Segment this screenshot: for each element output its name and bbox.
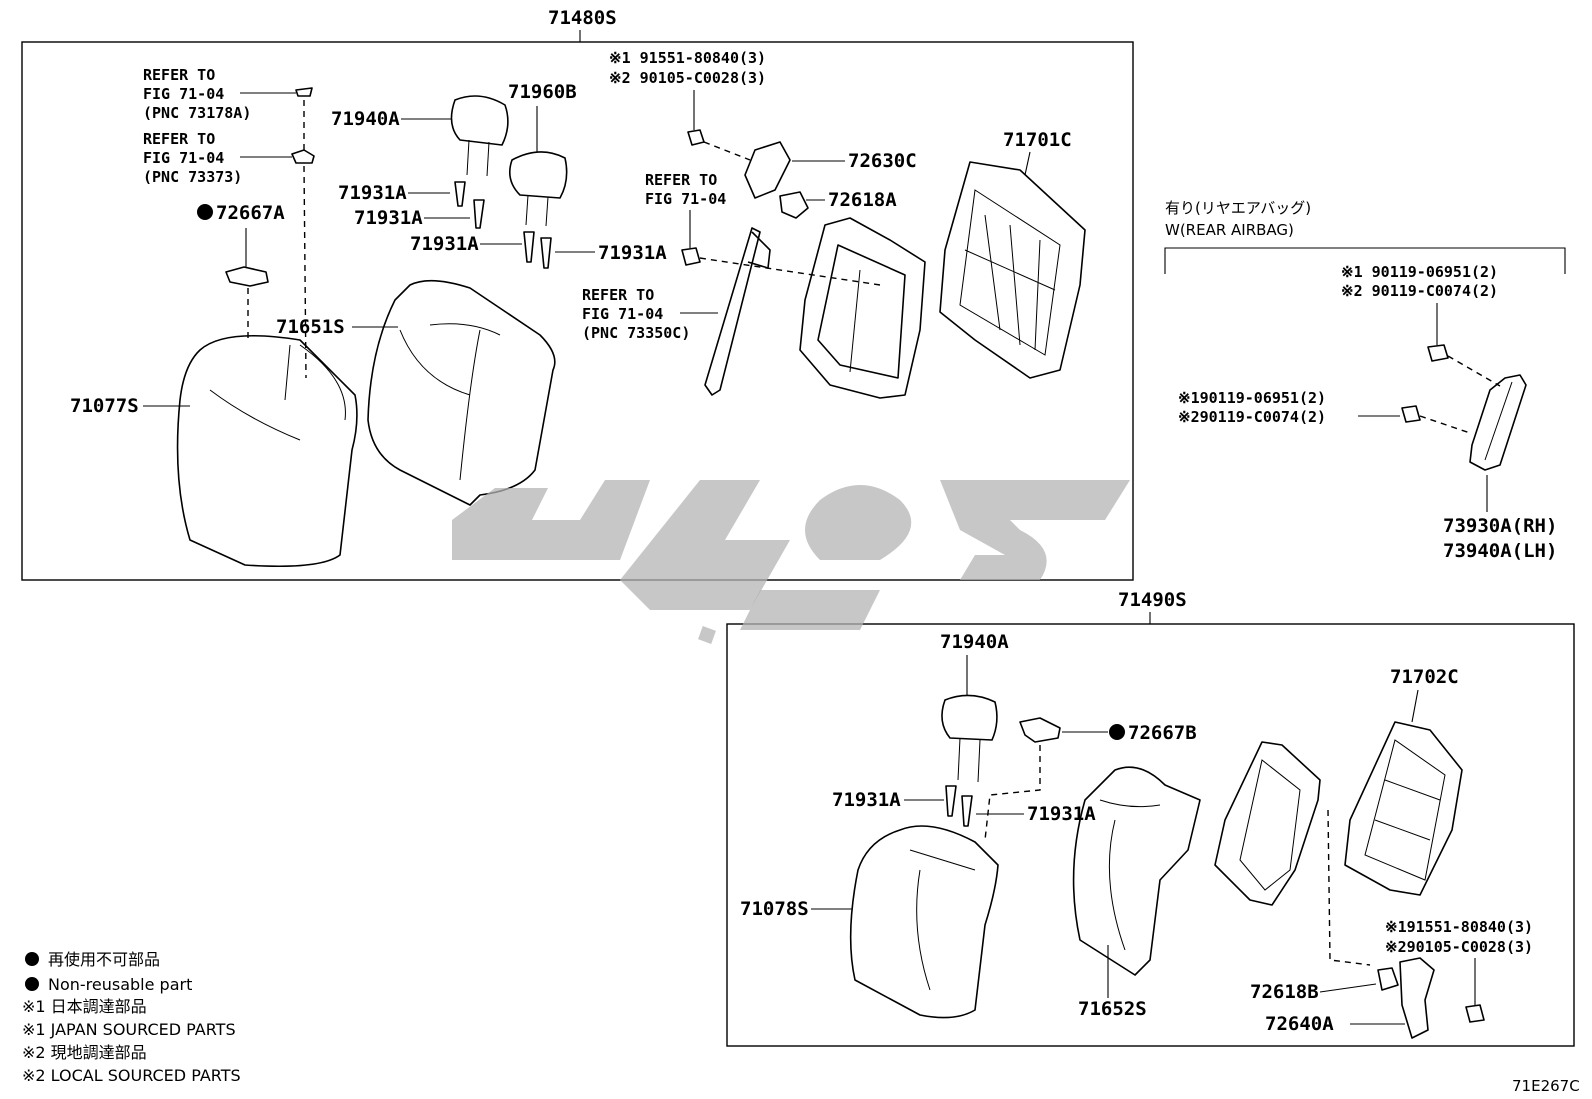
seatback-frame-inner	[817, 244, 906, 379]
seatback-cover-71652s	[1072, 766, 1201, 976]
seatback-frame	[799, 217, 926, 399]
refer-note-2-line-2: FIG 71-04	[143, 149, 224, 167]
upper-screw-note-1: ※1 91551-80840(3)	[609, 49, 766, 67]
upper-screw-note-2: ※2 90105-C0028(3)	[609, 69, 766, 87]
label-71931a-upper-3: 71931A	[410, 233, 479, 255]
legend-non-reusable-jp: 再使用不可部品	[48, 950, 160, 969]
legend-local-jp: ※2 現地調達部品	[22, 1043, 147, 1062]
headrest-71940a	[450, 95, 509, 146]
airbag-bracket	[1164, 247, 1566, 274]
label-72640a: 72640A	[1265, 1013, 1334, 1035]
legend-non-reusable-en: Non-reusable part	[48, 975, 192, 994]
legend: 再使用不可部品 Non-reusable part ※1 日本調達部品 ※1 J…	[22, 950, 241, 1085]
label-71651s: 71651S	[276, 316, 345, 338]
lower-screw-note-1: ※191551-80840(3)	[1385, 918, 1533, 936]
refer-note-4-line-3: (PNC 73350C)	[582, 324, 690, 342]
refer-note-1-line-2: FIG 71-04	[143, 85, 224, 103]
bracket-72640a	[1399, 957, 1435, 1039]
lower-assembly-title: 71490S	[1118, 589, 1187, 611]
airbag-bolt-2	[1401, 405, 1421, 423]
label-71702c: 71702C	[1390, 666, 1459, 688]
airbag-note-1a: ※1 90119-06951(2)	[1341, 263, 1498, 281]
label-71931a-upper-1: 71931A	[338, 182, 407, 204]
support-71931a-lower-1	[945, 785, 957, 817]
clip-72618a	[779, 191, 809, 219]
headrest-71960b	[509, 151, 568, 199]
airbag-note-2b: ※290119-C0074(2)	[1178, 408, 1326, 426]
refer-note-2-line-1: REFER TO	[143, 130, 215, 148]
bolt-lower	[1465, 1004, 1485, 1023]
seatback-cover-71077s	[176, 334, 358, 567]
legend-japan-en: ※1 JAPAN SOURCED PARTS	[22, 1020, 236, 1039]
seatback-frame-lower	[1214, 741, 1321, 906]
refer-note-4-line-2: FIG 71-04	[582, 305, 663, 323]
label-71931a-upper-4: 71931A	[598, 242, 667, 264]
refer-note-3-line-2: FIG 71-04	[645, 190, 726, 208]
label-72667a: 72667A	[216, 202, 285, 224]
label-72630c: 72630C	[848, 150, 917, 172]
bolt-upper	[687, 129, 705, 146]
support-71931a-4	[540, 237, 552, 269]
watermark	[452, 480, 1130, 644]
airbag-note-1b: ※2 90119-C0074(2)	[1341, 282, 1498, 300]
airbag-option: 有り(リヤエアバッグ) W(REAR AIRBAG) ※1 90119-0695…	[1164, 199, 1566, 562]
hook-72667a-shape	[225, 266, 269, 287]
label-71940a-upper: 71940A	[331, 108, 400, 130]
label-73930a: 73930A(RH)	[1443, 515, 1557, 537]
support-71931a-2	[473, 199, 485, 229]
refer-note-3-line-1: REFER TO	[645, 171, 717, 189]
airbag-bolt-1	[1427, 344, 1449, 362]
clip-73178a-shape	[295, 87, 313, 97]
seatback-board-71701c	[939, 161, 1086, 379]
seatback-board-71702c	[1344, 721, 1463, 896]
support-71931a-3	[523, 231, 535, 263]
seatback-cover-71651s	[367, 279, 556, 506]
label-72618b: 72618B	[1250, 981, 1319, 1003]
bracket-72630c	[744, 141, 791, 199]
upper-assembly: 71480S REFER TO FIG 71-04 (PNC 73178A) R…	[21, 7, 1134, 581]
belt-guide-73350c	[704, 227, 771, 396]
airbag-heading-en: W(REAR AIRBAG)	[1165, 221, 1294, 239]
clip-73373-shape	[291, 149, 315, 164]
headrest-71940a-lower	[941, 694, 998, 741]
legend-japan-jp: ※1 日本調達部品	[22, 997, 147, 1016]
label-71931a-lower-1: 71931A	[832, 789, 901, 811]
label-73940a: 73940A(LH)	[1443, 540, 1557, 562]
upper-assembly-frame	[21, 41, 1134, 581]
upper-assembly-title: 71480S	[548, 7, 617, 29]
refer-note-1-line-1: REFER TO	[143, 66, 215, 84]
label-71077s: 71077S	[70, 395, 139, 417]
airbag-module	[1469, 374, 1527, 471]
refer-note-4-line-1: REFER TO	[582, 286, 654, 304]
non-reusable-dot	[197, 204, 213, 220]
lower-screw-note-2: ※290105-C0028(3)	[1385, 938, 1533, 956]
lower-assembly: 71490S 71940A 72667B 71702C 71931A 71931…	[726, 589, 1575, 1047]
label-71078s: 71078S	[740, 898, 809, 920]
label-71940a-lower: 71940A	[940, 631, 1009, 653]
support-71931a-1	[454, 181, 466, 207]
non-reusable-dot-lower	[1109, 724, 1125, 740]
label-72667b: 72667B	[1128, 722, 1197, 744]
legend-dot-jp	[25, 952, 39, 966]
seatback-cover-71078s	[849, 825, 999, 1019]
legend-local-en: ※2 LOCAL SOURCED PARTS	[22, 1066, 241, 1085]
label-71652s: 71652S	[1078, 998, 1147, 1020]
support-71931a-lower-2	[961, 795, 973, 827]
nut-upper	[681, 247, 701, 266]
label-72618a: 72618A	[828, 189, 897, 211]
label-71931a-upper-2: 71931A	[354, 207, 423, 229]
label-71931a-lower-2: 71931A	[1027, 803, 1096, 825]
airbag-heading-jp: 有り(リヤエアバッグ)	[1165, 199, 1311, 217]
label-71960b: 71960B	[508, 81, 577, 103]
label-71701c: 71701C	[1003, 129, 1072, 151]
refer-note-2-line-3: (PNC 73373)	[143, 168, 242, 186]
refer-note-1-line-3: (PNC 73178A)	[143, 104, 251, 122]
legend-dot-en	[25, 977, 39, 991]
clip-72618b	[1377, 967, 1399, 991]
hook-72667b	[1019, 717, 1061, 743]
airbag-note-2a: ※190119-06951(2)	[1178, 389, 1326, 407]
figure-code: 71E267C	[1512, 1077, 1580, 1095]
